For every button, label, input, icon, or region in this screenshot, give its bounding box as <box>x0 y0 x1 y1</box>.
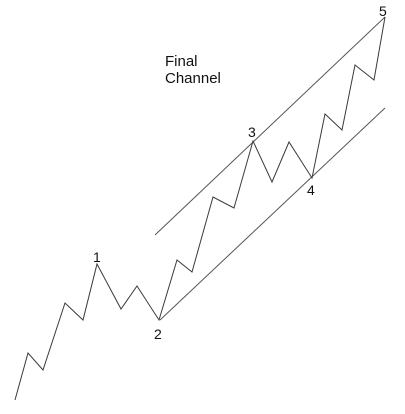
wave-label-5: 5 <box>379 3 387 19</box>
channel-title-line-2: Channel <box>165 70 221 87</box>
price-wave-line <box>14 16 386 401</box>
wave-label-1: 1 <box>93 249 101 265</box>
wave-label-4: 4 <box>307 182 315 198</box>
upper-channel-line <box>154 16 386 236</box>
channel-title-line-1: Final <box>165 53 198 70</box>
wave-label-3: 3 <box>248 124 256 140</box>
lower-channel-line <box>159 107 386 321</box>
wave-label-2: 2 <box>154 326 162 342</box>
